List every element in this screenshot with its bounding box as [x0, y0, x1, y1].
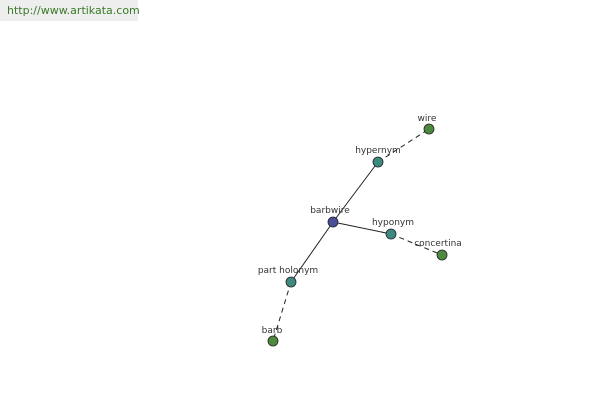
node-hyponym[interactable]: hyponym [372, 218, 414, 240]
edge-barbwire-hypernym [332, 161, 379, 223]
edge-part-holonym-barb [272, 281, 292, 342]
edge-hyponym-concertina [390, 233, 443, 256]
site-url[interactable]: http://www.artikata.com [0, 0, 140, 21]
node-label-hypernym: hypernym [355, 146, 401, 156]
edge-barbwire-part-holonym [290, 221, 334, 283]
node-label-hyponym: hyponym [372, 218, 414, 228]
node-hypernym[interactable]: hypernym [355, 146, 401, 168]
node-label-part-holonym: part holonym [258, 266, 318, 276]
node-concertina[interactable]: concertina [414, 239, 462, 261]
node-barbwire[interactable]: barbwire [310, 206, 350, 228]
node-part-holonym[interactable]: part holonym [258, 266, 318, 288]
node-wire[interactable]: wire [418, 114, 437, 135]
node-label-wire: wire [418, 114, 437, 124]
node-label-barbwire: barbwire [310, 206, 350, 216]
edge-hypernym-wire [377, 128, 430, 163]
node-barb[interactable]: barb [262, 326, 283, 347]
edge-barbwire-hyponym [332, 221, 392, 235]
node-label-concertina: concertina [414, 239, 462, 249]
node-label-barb: barb [262, 326, 283, 336]
